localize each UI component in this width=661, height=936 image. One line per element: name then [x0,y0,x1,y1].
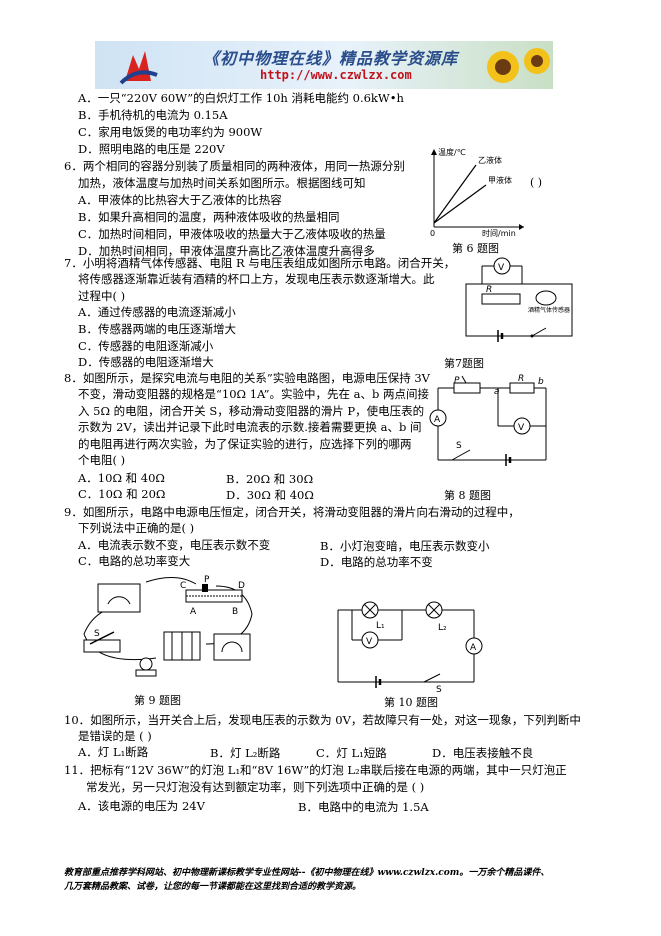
q6-option-b: B．如果升高相同的温度，两种液体吸收的热量相同 [78,210,340,224]
q6-series-yi: 乙液体 [478,155,502,165]
q8-stem-6: 个电阻( ) [78,453,126,467]
q6-series-jia: 甲液体 [488,175,512,185]
q7-voltmeter-label: V [498,263,505,273]
q8-stem-5: 的电阻再进行两次实验，为了保证实验的进行，应选择下列的哪两 [78,437,412,451]
sunflower-image [487,48,550,83]
footer-line-2: 几万套精品教案、试卷，让您的每一节课都能在这里找到合适的教学资源。 [64,882,362,892]
q7-stem-1: 7．小明将酒精气体传感器、电阻 R 与电压表组成如图所示电路。闭合开关， [64,256,456,270]
q10-lamp1-label: L₁ [376,621,385,631]
q9-option-a: A．电流表示数不变，电压表示数不变 [78,538,271,552]
q10-caption: 第 10 题图 [384,696,438,709]
q8-point-a: a [494,387,500,397]
q9-terminal-d: D [238,581,245,591]
q8-caption: 第 8 题图 [444,489,491,502]
q8-voltmeter-label: V [518,423,525,433]
q6-answer-bracket: ( ) [530,176,543,189]
q6-stem-1: 6．两个相同的容器分别装了质量相同的两种液体，用同一热源分别 [64,159,405,173]
q7-option-c: C．传感器的电阻逐渐减小 [78,339,214,353]
banner-url[interactable]: http://www.czwlzx.com [260,68,412,82]
q7-option-d: D．传感器的电阻逐渐增大 [78,355,214,369]
q10-lamp2-label: L₂ [438,623,447,633]
q10-circuit-diagram: L₁ L₂ V A S [337,601,483,694]
q8-option-d: D．30Ω 和 40Ω [226,488,314,502]
q10-ammeter-label: A [470,643,477,653]
q9-option-b: B．小灯泡变暗，电压表示数变小 [320,539,490,553]
site-logo [119,51,158,85]
q9-slider-p: P [204,575,210,585]
q9-terminal-a: A [190,607,197,617]
footer-line-1: 教育部重点推荐学科网站、初中物理新课标教学专业性网站--《初中物理在线》www.… [64,868,550,878]
q5-option-a: A．一只“220V 60W”的白炽灯工作 10h 消耗电能约 0.6kW•h [78,91,404,105]
q6-option-d: D．加热时间相同，甲液体温度升高比乙液体温度升高得多 [78,244,375,258]
q10-switch-label: S [436,685,442,694]
q7-sensor-label: 酒精气体传感器 [528,306,570,314]
q6-option-a: A．甲液体的比热容大于乙液体的比热容 [78,193,282,207]
q8-point-b: b [538,377,544,387]
q10-option-c: C．灯 L₁短路 [316,746,387,760]
q8-option-a: A．10Ω 和 40Ω [78,471,165,485]
q7-caption: 第7题图 [444,357,484,370]
q8-stem-2: 不变，滑动变阻器的规格是“10Ω 1A”。实验中，先在 a、b 两点间接 [78,387,430,401]
q8-ammeter-label: A [434,415,441,425]
q8-option-b: B．20Ω 和 30Ω [226,472,314,486]
q10-option-d: D．电压表接触不良 [432,746,534,760]
q8-circuit-diagram: P R a b A V S [429,374,547,466]
q11-stem-2: 常发光，另一只灯泡没有达到额定功率，则下列选项中正确的是 ( ) [86,780,425,794]
q9-option-d: D．电路的总功率不变 [320,555,433,569]
q7-resistor-label: R [486,285,492,295]
q10-stem-2: 是错误的是 ( ) [78,729,152,743]
q10-stem-1: 10．如图所示，当开关合上后，发现电压表的示数为 0V，若故障只有一处，对这一现… [64,713,581,727]
q8-option-c: C．10Ω 和 20Ω [78,487,166,501]
q9-switch-s: S [94,629,100,639]
q8-stem-1: 8．如图所示，是探究电流与电阻的关系”实验电路图，电源电压保持 3V [64,371,430,385]
q7-stem-3: 过程中( ) [78,289,126,303]
q9-terminal-b: B [232,607,238,617]
header-banner: 《初中物理在线》精品教学资源库 http://www.czwlzx.com [95,41,553,89]
q9-option-c: C．电路的总功率变大 [78,554,191,568]
q8-stem-4: 示数为 2V，读出并记录下此时电流表的示数.接着需要更换 a、b 间 [78,420,422,434]
q10-option-b: B．灯 L₂断路 [210,746,281,760]
q9-terminal-c: C [180,581,186,591]
q8-slider-label: P [454,376,460,386]
q7-circuit-diagram: V R 酒精气体传感器 [465,257,573,342]
q7-option-a: A．通过传感器的电流逐渐减小 [78,305,236,319]
q8-stem-3: 入 5Ω 的电阻，闭合开关 S，移动滑动变阻器的滑片 P，使电压表的 [78,404,425,418]
q6-ylabel: 温度/℃ [438,147,466,157]
q5-option-b: B．手机待机的电流为 0.15A [78,108,228,122]
q8-switch-label: S [456,441,462,451]
q7-stem-2: 将传感器逐渐靠近装有酒精的杯口上方，发现电压表示数逐渐增大。此 [78,272,435,286]
q6-stem-2: 加热，液体温度与加热时间关系如图所示。根据图线可知 [78,176,366,190]
q9-stem-1: 9．如图所示，电路中电源电压恒定，闭合开关，将滑动变阻器的滑片向右滑动的过程中， [64,505,520,519]
q11-option-b: B．电路中的电流为 1.5A [298,800,429,814]
q6-xlabel: 时间/min [482,228,516,237]
q6-option-c: C．加热时间相同，甲液体吸收的热量大于乙液体吸收的热量 [78,227,386,241]
q9-stem-2: 下列说法中正确的是( ) [78,521,195,535]
q10-voltmeter-label: V [366,637,373,647]
q8-resistor-label: R [518,374,524,384]
banner-title: 《初中物理在线》精品教学资源库 [203,49,459,68]
q10-option-a: A．灯 L₁断路 [78,745,149,759]
q5-option-c: C．家用电饭煲的电功率约为 900W [78,125,263,139]
q9-physical-circuit: C D A B P S [83,575,253,677]
q5-option-d: D．照明电路的电压是 220V [78,142,225,156]
q11-option-a: A．该电源的电压为 24V [78,799,205,813]
q6-temperature-graph: 温度/℃ 乙液体 甲液体 0 时间/min [430,147,524,237]
q9-caption: 第 9 题图 [134,694,181,707]
q6-caption: 第 6 题图 [452,242,499,255]
q7-option-b: B．传感器两端的电压逐渐增大 [78,322,236,336]
q6-origin: 0 [430,229,435,237]
q11-stem-1: 11．把标有“12V 36W”的灯泡 L₁和“8V 16W”的灯泡 L₂串联后接… [64,763,567,777]
